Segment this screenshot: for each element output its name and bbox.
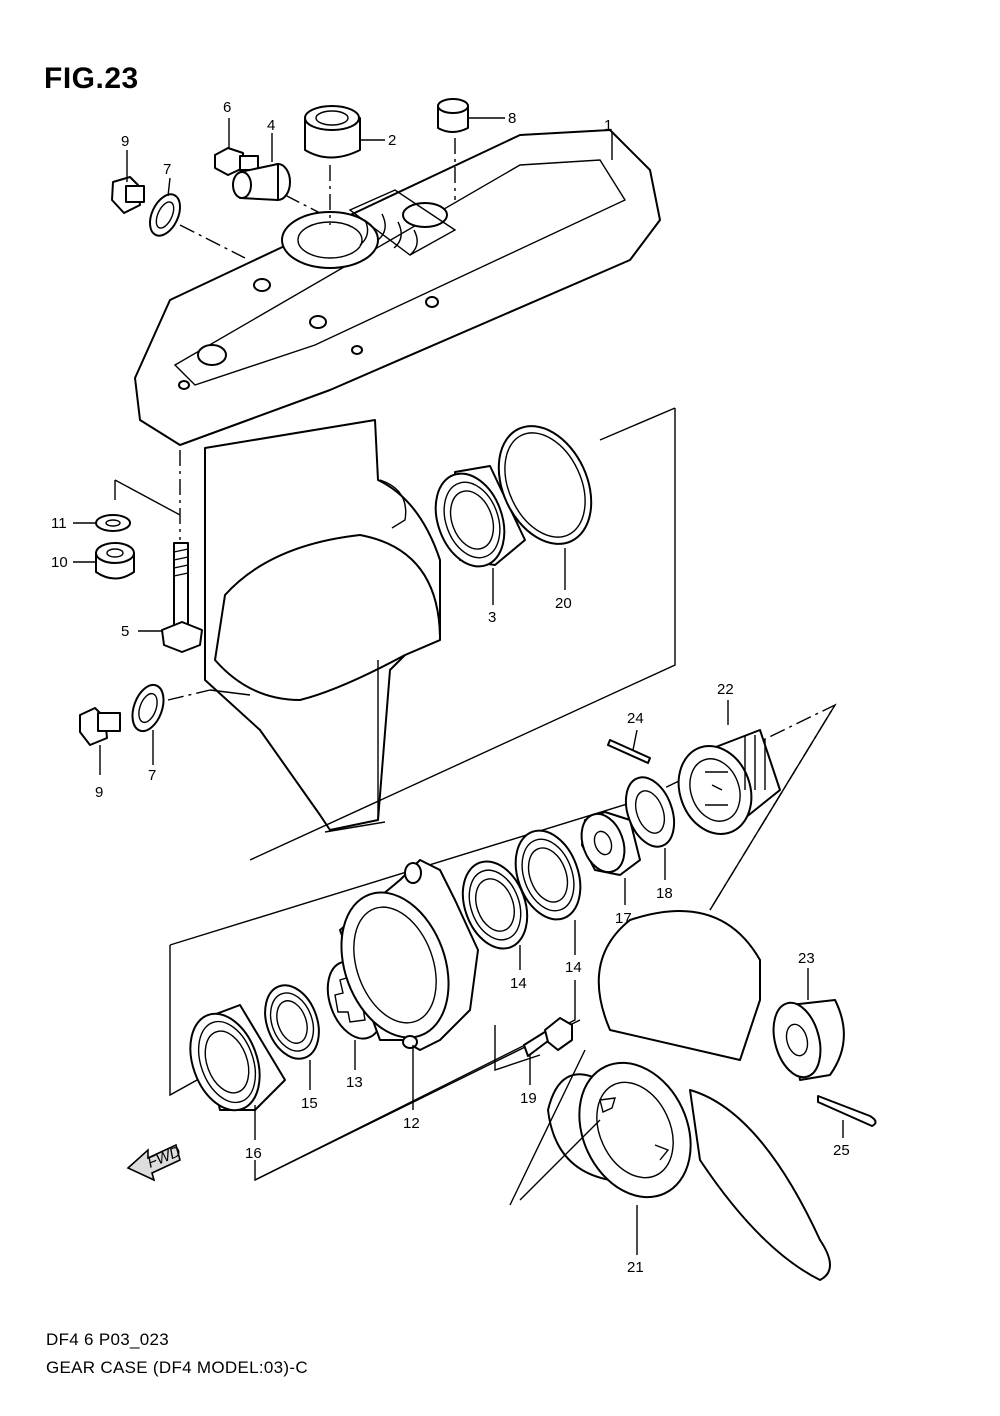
callout-14b: 14 <box>565 959 582 976</box>
callout-2: 2 <box>388 132 396 149</box>
callout-19: 19 <box>520 1090 537 1107</box>
stud-bolt-5 <box>161 542 203 653</box>
plug-9-upper <box>111 176 145 214</box>
bolt-6 <box>214 147 259 176</box>
gasket-7-upper <box>148 193 182 237</box>
callout-8: 8 <box>508 110 516 127</box>
oil-seal-14b <box>514 829 582 921</box>
propeller-21 <box>547 910 831 1281</box>
cotter-pin-25 <box>817 1095 877 1127</box>
callout-14a: 14 <box>510 975 527 992</box>
nut-10 <box>95 542 135 580</box>
callout-4: 4 <box>267 117 275 134</box>
callout-15: 15 <box>301 1095 318 1112</box>
callout-18: 18 <box>656 885 673 902</box>
bolt-19 <box>523 1017 573 1057</box>
washer-18 <box>624 776 676 848</box>
callout-6: 6 <box>223 99 231 116</box>
callout-17: 17 <box>615 910 632 927</box>
diagram-code: DF4 6 P03_023 <box>46 1330 169 1349</box>
callout-9-upper: 9 <box>121 133 129 150</box>
needle-bearing-15 <box>264 984 320 1060</box>
fwd-arrow-icon: FWD <box>126 1143 183 1182</box>
bushing-4 <box>232 163 291 201</box>
callout-5: 5 <box>121 623 129 640</box>
callout-23: 23 <box>798 950 815 967</box>
o-ring-20 <box>497 425 593 545</box>
leader-lines <box>73 117 844 1255</box>
figure-title: FIG.23 <box>44 62 139 95</box>
callout-20: 20 <box>555 595 572 612</box>
gear-case-housing <box>134 129 661 833</box>
callout-1: 1 <box>604 117 612 134</box>
washer-11 <box>95 514 131 532</box>
bushing-22 <box>677 729 781 835</box>
callout-11: 11 <box>51 515 67 532</box>
plug-9-lower <box>79 707 121 746</box>
callout-12: 12 <box>403 1115 420 1132</box>
bearing-3 <box>434 465 526 568</box>
propeller-nut-23 <box>772 999 845 1081</box>
bearing-16 <box>189 1004 286 1112</box>
callout-22: 22 <box>717 681 734 698</box>
callout-24: 24 <box>627 710 644 727</box>
diagram-caption: GEAR CASE (DF4 MODEL:03)-C <box>46 1358 308 1377</box>
gasket-7-lower <box>131 683 165 733</box>
callout-25: 25 <box>833 1142 850 1159</box>
callout-numbers: 1 2 3 4 5 6 7 7 8 9 9 10 11 12 13 14 14 … <box>51 99 850 1276</box>
callout-7-upper: 7 <box>163 161 171 178</box>
spacer-17 <box>580 811 641 876</box>
callout-3: 3 <box>488 609 496 626</box>
callout-7-lower: 7 <box>148 767 156 784</box>
pin-24 <box>607 739 651 764</box>
callout-16: 16 <box>245 1145 262 1162</box>
callout-13: 13 <box>346 1074 363 1091</box>
callout-21: 21 <box>627 1259 644 1276</box>
bushing-8 <box>437 98 469 133</box>
bushing-2 <box>304 105 361 159</box>
callout-10: 10 <box>51 554 68 571</box>
callout-9-lower: 9 <box>95 784 103 801</box>
bearing-housing-12 <box>339 859 479 1051</box>
